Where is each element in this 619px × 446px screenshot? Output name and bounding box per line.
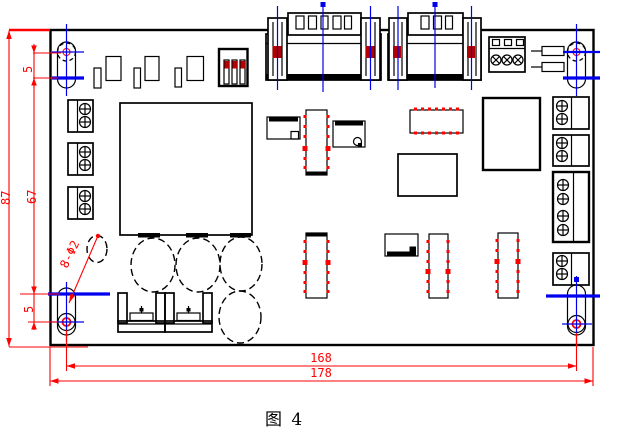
terminal-block-right-1 [552,96,590,130]
db9-connector-left [265,12,382,81]
screw-icon [501,54,513,66]
bracket-component-b [332,120,366,148]
dip-ic-2 [302,232,331,299]
screw-icon [78,202,92,216]
dim-5-top-label: 5 [21,66,35,73]
power-transistor-2 [164,292,213,333]
terminal-block-right-2 [552,134,590,167]
transformer-module [119,102,253,238]
screw-icon [555,112,569,126]
fuse-components [531,45,565,73]
small-components-top-row [93,55,205,89]
db9-connector-right [387,12,482,81]
dim-178-label: 178 [310,366,332,380]
dimension-horizontal-hole-span: 168 [65,330,578,371]
screw-icon [556,209,570,223]
screw-icon [512,54,524,66]
dim-67-label: 67 [25,190,39,204]
dimension-board-width: 178 [49,347,594,386]
terminal-block-3pin-top [488,36,526,73]
screw-icon [555,267,569,281]
ic-square-large [481,96,542,172]
screw-icon [490,54,502,66]
dim-168-label: 168 [310,351,332,365]
dip-switch [217,47,249,88]
bracket-component-c [384,233,419,257]
electrolytic-capacitors [86,234,263,344]
terminal-block-right-3 [551,170,591,244]
dimension-bottom-hole-offset: 5 [20,286,60,330]
ic-rectangle [397,153,458,197]
capacitor-small [86,234,108,264]
screw-icon [555,149,569,163]
dim-5-bottom-label: 5 [22,306,36,313]
screw-icon [78,189,92,203]
screw-icon [78,158,92,172]
screw-icon [555,254,569,268]
bracket-component-a [266,116,301,140]
screw-icon [555,99,569,113]
dimension-vertical-hole-span: 67 [25,78,39,294]
screw-icon [556,223,570,237]
terminal-block-left-2 [67,142,94,176]
centerlines [48,2,600,344]
dip-ic-4 [494,232,521,299]
terminal-block-right-4 [552,252,590,286]
terminal-block-left-3 [67,186,94,220]
screw-icon [78,102,92,116]
dip-ic-3 [425,233,451,299]
screw-icon [556,192,570,206]
screw-icon [556,178,570,192]
dimension-top-hole-offset: 5 [21,44,61,88]
dim-87-label: 87 [0,191,13,205]
power-transistor-1 [117,292,166,333]
screw-icon [78,115,92,129]
terminal-block-left-1 [67,99,94,133]
ic-horizontal [409,107,464,135]
figure-caption: 图 4 [265,410,304,430]
screw-icon [555,136,569,150]
dimension-board-height: 87 [0,28,88,348]
hole-callout-label: 8-Φ2 [57,238,82,270]
dip-ic-1 [302,109,331,176]
screw-icon [78,145,92,159]
